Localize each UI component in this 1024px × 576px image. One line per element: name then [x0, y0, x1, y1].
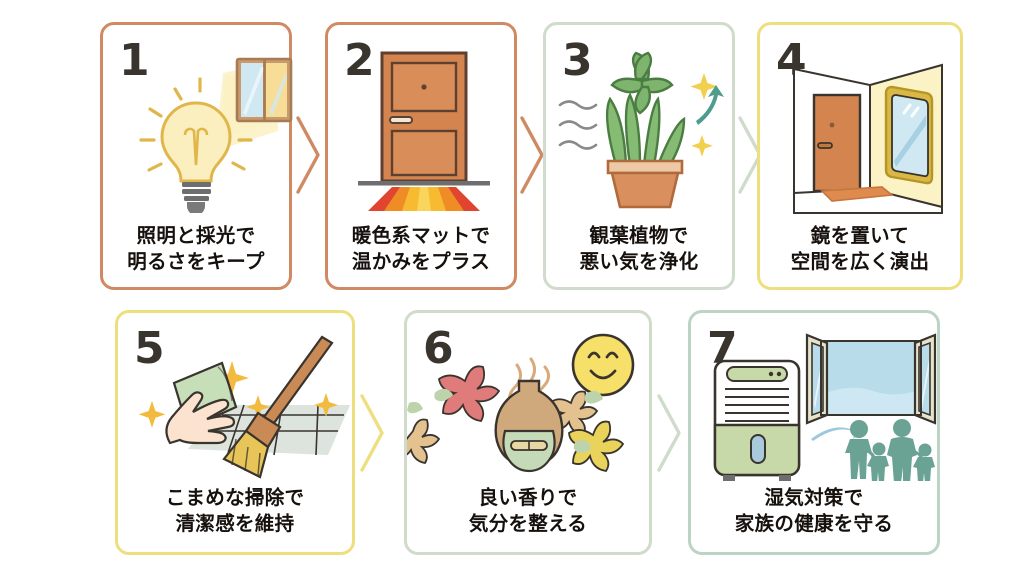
cleaning-cloth-and-broom-icon	[118, 327, 352, 479]
step-caption-4-line2: 空間を広く演出	[790, 249, 930, 273]
step-card-1[interactable]: 1	[100, 22, 293, 290]
step-card-7[interactable]: 7	[688, 310, 940, 555]
step-card-5[interactable]: 5	[115, 310, 355, 555]
step-caption-5: こまめな掃除で 清潔感を維持	[118, 485, 352, 537]
step-number-1: 1	[119, 35, 150, 86]
step-caption-2-line2: 温かみをプラス	[351, 249, 491, 273]
step-card-3[interactable]: 3	[543, 22, 735, 290]
step-caption-3-line1: 観葉植物で	[589, 224, 689, 247]
arrow-connector-6-7	[653, 388, 687, 482]
step-caption-2-line1: 暖色系マットで	[351, 224, 491, 247]
step-caption-3-line2: 悪い気を浄化	[579, 249, 699, 273]
step-number-2: 2	[344, 35, 375, 86]
step-caption-6: 良い香りで 気分を整える	[407, 485, 649, 537]
step-card-2[interactable]: 2 暖色系マットで 温かみをプラス	[325, 22, 517, 290]
entryway-mirror-icon	[760, 43, 960, 215]
step-caption-4-line1: 鏡を置いて	[810, 224, 910, 247]
door-with-warm-mat-icon	[328, 41, 514, 213]
dehumidifier-window-family-icon	[691, 325, 937, 483]
aroma-diffuser-icon	[395, 327, 649, 479]
step-caption-7-line1: 湿気対策で	[764, 486, 864, 509]
step-card-4[interactable]: 4 鏡を置いて 空間を広く演出	[757, 22, 963, 290]
step-caption-3: 観葉植物で 悪い気を浄化	[546, 223, 732, 275]
step-caption-7: 湿気対策で 家族の健康を守る	[691, 485, 937, 537]
lightbulb-and-window-icon	[103, 43, 293, 215]
houseplant-purifying-air-icon	[546, 43, 732, 213]
step-number-6: 6	[423, 323, 454, 374]
arrow-connector-5-6	[356, 388, 390, 482]
step-caption-5-line1: こまめな掃除で	[165, 486, 305, 509]
step-caption-5-line2: 清潔感を維持	[175, 511, 295, 535]
step-number-3: 3	[562, 35, 593, 86]
step-caption-6-line1: 良い香りで	[478, 486, 578, 509]
step-caption-2: 暖色系マットで 温かみをプラス	[328, 223, 514, 275]
arrow-connector-1-2	[292, 110, 326, 204]
step-caption-7-line2: 家族の健康を守る	[734, 511, 894, 535]
step-caption-1-line1: 照明と採光で	[136, 224, 256, 247]
step-card-6[interactable]: 6	[395, 310, 652, 555]
step-caption-4: 鏡を置いて 空間を広く演出	[760, 223, 960, 275]
step-number-5: 5	[134, 323, 165, 374]
step-caption-1-line2: 明るさをキープ	[127, 249, 265, 273]
step-caption-6-line2: 気分を整える	[468, 511, 588, 535]
step-caption-1: 照明と採光で 明るさをキープ	[103, 223, 289, 275]
